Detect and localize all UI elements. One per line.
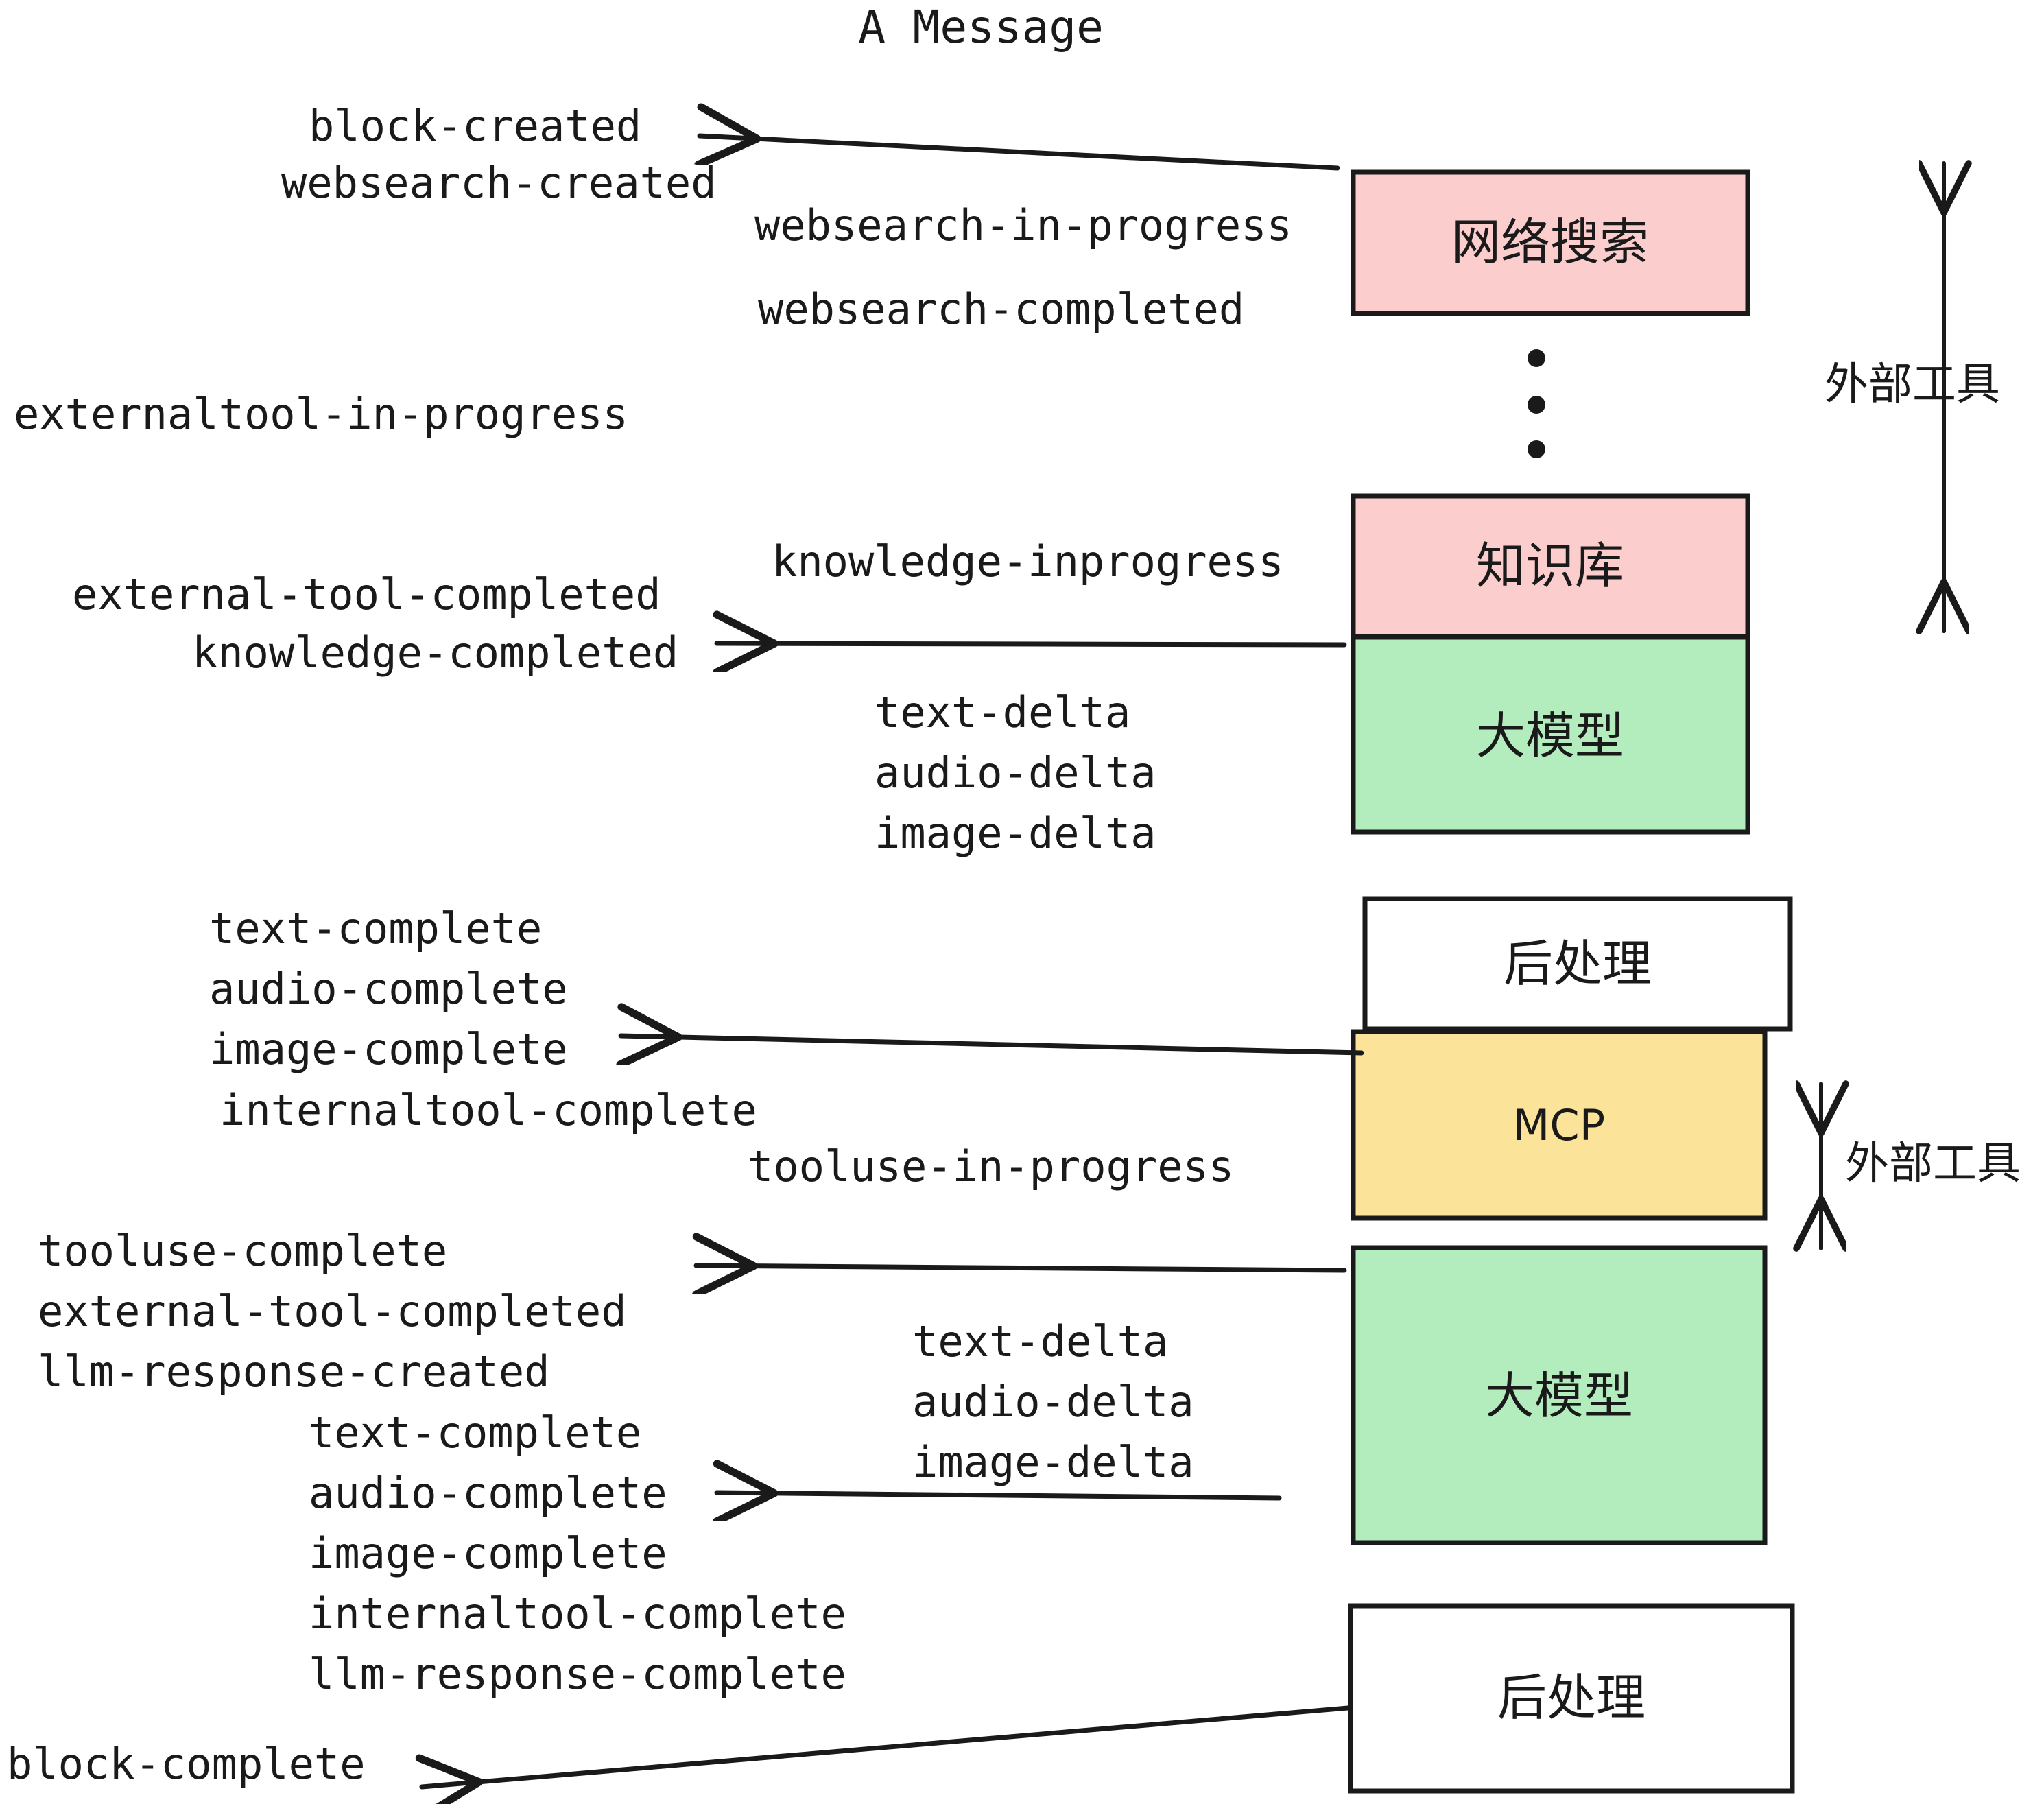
node-rect-postprocess-1[interactable] [1362,896,1793,1032]
event-label-group: block-created websearch-created websearc… [7,101,1292,1789]
event-label-audio-delta-1: audio-delta [875,748,1156,798]
event-label-llm-response-complete: llm-response-complete [309,1649,846,1699]
event-label-llm-response-created: llm-response-created [38,1346,550,1397]
node-mcp[interactable]: MCP [1351,1029,1768,1221]
event-label-image-complete-2: image-complete [309,1528,667,1578]
vertical-ellipsis-icon [1528,349,1545,458]
node-label-postprocess-2: 后处理 [1497,1669,1645,1726]
node-rect-mcp[interactable] [1351,1029,1768,1221]
node-knowledge[interactable]: 知识库 [1351,493,1750,639]
event-label-audio-complete-1: audio-complete [209,964,568,1014]
node-postprocess-2[interactable]: 后处理 [1348,1603,1795,1794]
event-label-websearch-completed: websearch-completed [758,284,1244,334]
event-label-tooluse-complete: tooluse-complete [38,1226,447,1276]
event-label-knowledge-completed: knowledge-completed [192,628,678,678]
event-label-image-delta-2: image-delta [912,1437,1194,1487]
event-label-internaltool-complete-2: internaltool-complete [309,1589,846,1639]
event-label-image-complete-1: image-complete [209,1024,568,1074]
event-label-external-tool-completed-2: external-tool-completed [38,1286,627,1336]
ellipsis-dot-2 [1528,396,1545,414]
arrow-llm2-to-audio-complete [717,1493,1282,1498]
event-label-tooluse-in-progress: tooluse-in-progress [748,1141,1234,1191]
node-llm-1[interactable]: 大模型 [1351,634,1750,835]
event-label-block-complete: block-complete [7,1739,366,1789]
event-label-audio-delta-2: audio-delta [912,1377,1194,1427]
side-label-external-tools-bottom: 外部工具 [1845,1139,2021,1189]
event-label-text-complete-2: text-complete [309,1408,641,1458]
node-label-postprocess-1: 后处理 [1504,935,1652,993]
node-llm-2[interactable]: 大模型 [1351,1245,1768,1545]
arrow-postprocess1-to-image-complete [621,1036,1364,1053]
node-label-websearch: 网络搜索 [1451,213,1649,271]
node-label-llm-1: 大模型 [1476,707,1624,765]
event-label-text-complete-1: text-complete [209,903,542,953]
event-label-audio-complete-2: audio-complete [309,1468,667,1518]
ellipsis-dot-3 [1528,440,1545,458]
node-rect-postprocess-2[interactable] [1348,1603,1795,1794]
page-title: A Message [858,1,1104,54]
ellipsis-dot-1 [1528,349,1545,367]
node-label-mcp: MCP [1513,1100,1605,1150]
node-label-knowledge: 知识库 [1476,537,1624,595]
node-rect-llm-2[interactable] [1351,1245,1768,1545]
event-label-external-tool-completed-1: external-tool-completed [72,569,661,619]
arrow-mcp-to-tooluse-complete [696,1266,1347,1270]
node-label-llm-2: 大模型 [1485,1367,1633,1425]
arrow-websearch-to-block-created [700,136,1340,171]
event-label-externaltool-in-progress: externaltool-in-progress [14,389,628,439]
event-label-knowledge-inprogress: knowledge-inprogress [772,536,1284,586]
node-postprocess-1[interactable]: 后处理 [1362,896,1793,1032]
node-rect-websearch[interactable] [1351,169,1750,316]
node-rect-knowledge[interactable] [1351,493,1750,639]
event-label-text-delta-1: text-delta [875,687,1130,737]
node-group: 网络搜索 知识库 大模型 后处理 MCP 大模型 [1348,169,1795,1794]
range-arrow-group [1821,163,1944,1248]
node-rect-llm-1[interactable] [1351,634,1750,835]
arrow-knowledge-to-knowledge-completed [717,643,1347,645]
event-label-image-delta-1: image-delta [875,808,1156,858]
event-label-websearch-in-progress: websearch-in-progress [754,200,1292,250]
side-label-external-tools-top: 外部工具 [1825,359,2000,410]
node-websearch[interactable]: 网络搜索 [1351,169,1750,316]
event-label-block-created: block-created [309,101,641,151]
event-label-websearch-created: websearch-created [281,158,717,208]
event-label-internaltool-complete-1: internaltool-complete [219,1085,757,1135]
arrow-postprocess2-to-block-complete [422,1705,1351,1787]
flow-arrow-group [422,136,1364,1787]
event-label-text-delta-2: text-delta [912,1316,1168,1366]
